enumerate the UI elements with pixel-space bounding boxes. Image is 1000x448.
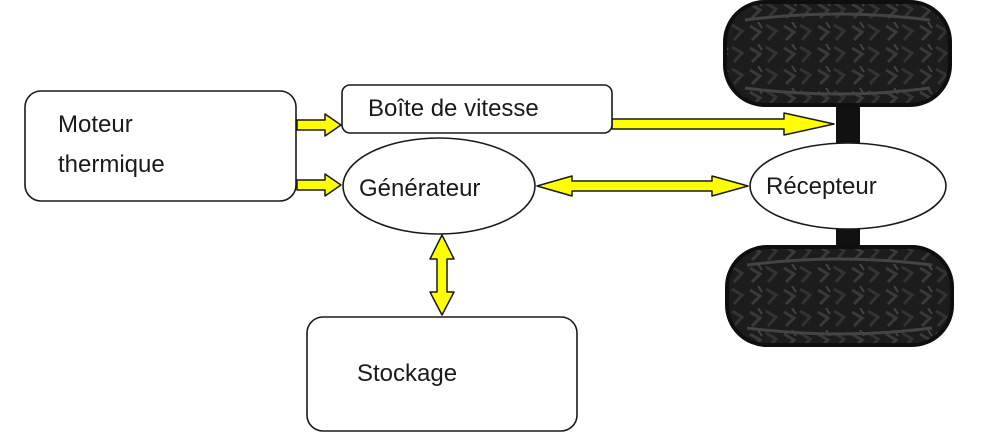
moteur-label-line2: thermique: [58, 151, 165, 178]
generateur-label: Générateur: [359, 175, 480, 202]
vehicle-wheels: [723, 0, 954, 347]
arrow-boite-to-axle: [611, 112, 835, 136]
node-moteur-thermique: Moteur thermique: [24, 90, 297, 202]
top-tire-icon: [723, 0, 952, 107]
node-generateur: Générateur: [342, 137, 536, 235]
arrow-moteur-to-boite: [296, 113, 342, 137]
node-stockage: Stockage: [306, 316, 578, 432]
recepteur-label: Récepteur: [766, 173, 877, 200]
bottom-tire-icon: [725, 245, 954, 347]
arrow-generateur-stockage: [429, 234, 455, 316]
node-recepteur: Récepteur: [749, 142, 947, 230]
stockage-label: Stockage: [357, 360, 457, 387]
arrow-moteur-to-generateur: [296, 173, 342, 197]
moteur-label-line1: Moteur: [58, 111, 133, 138]
arrow-generateur-recepteur: [536, 175, 749, 197]
boite-label: Boîte de vitesse: [368, 95, 539, 122]
flow-arrows: [296, 112, 835, 316]
node-boite-de-vitesse: Boîte de vitesse: [341, 84, 613, 134]
